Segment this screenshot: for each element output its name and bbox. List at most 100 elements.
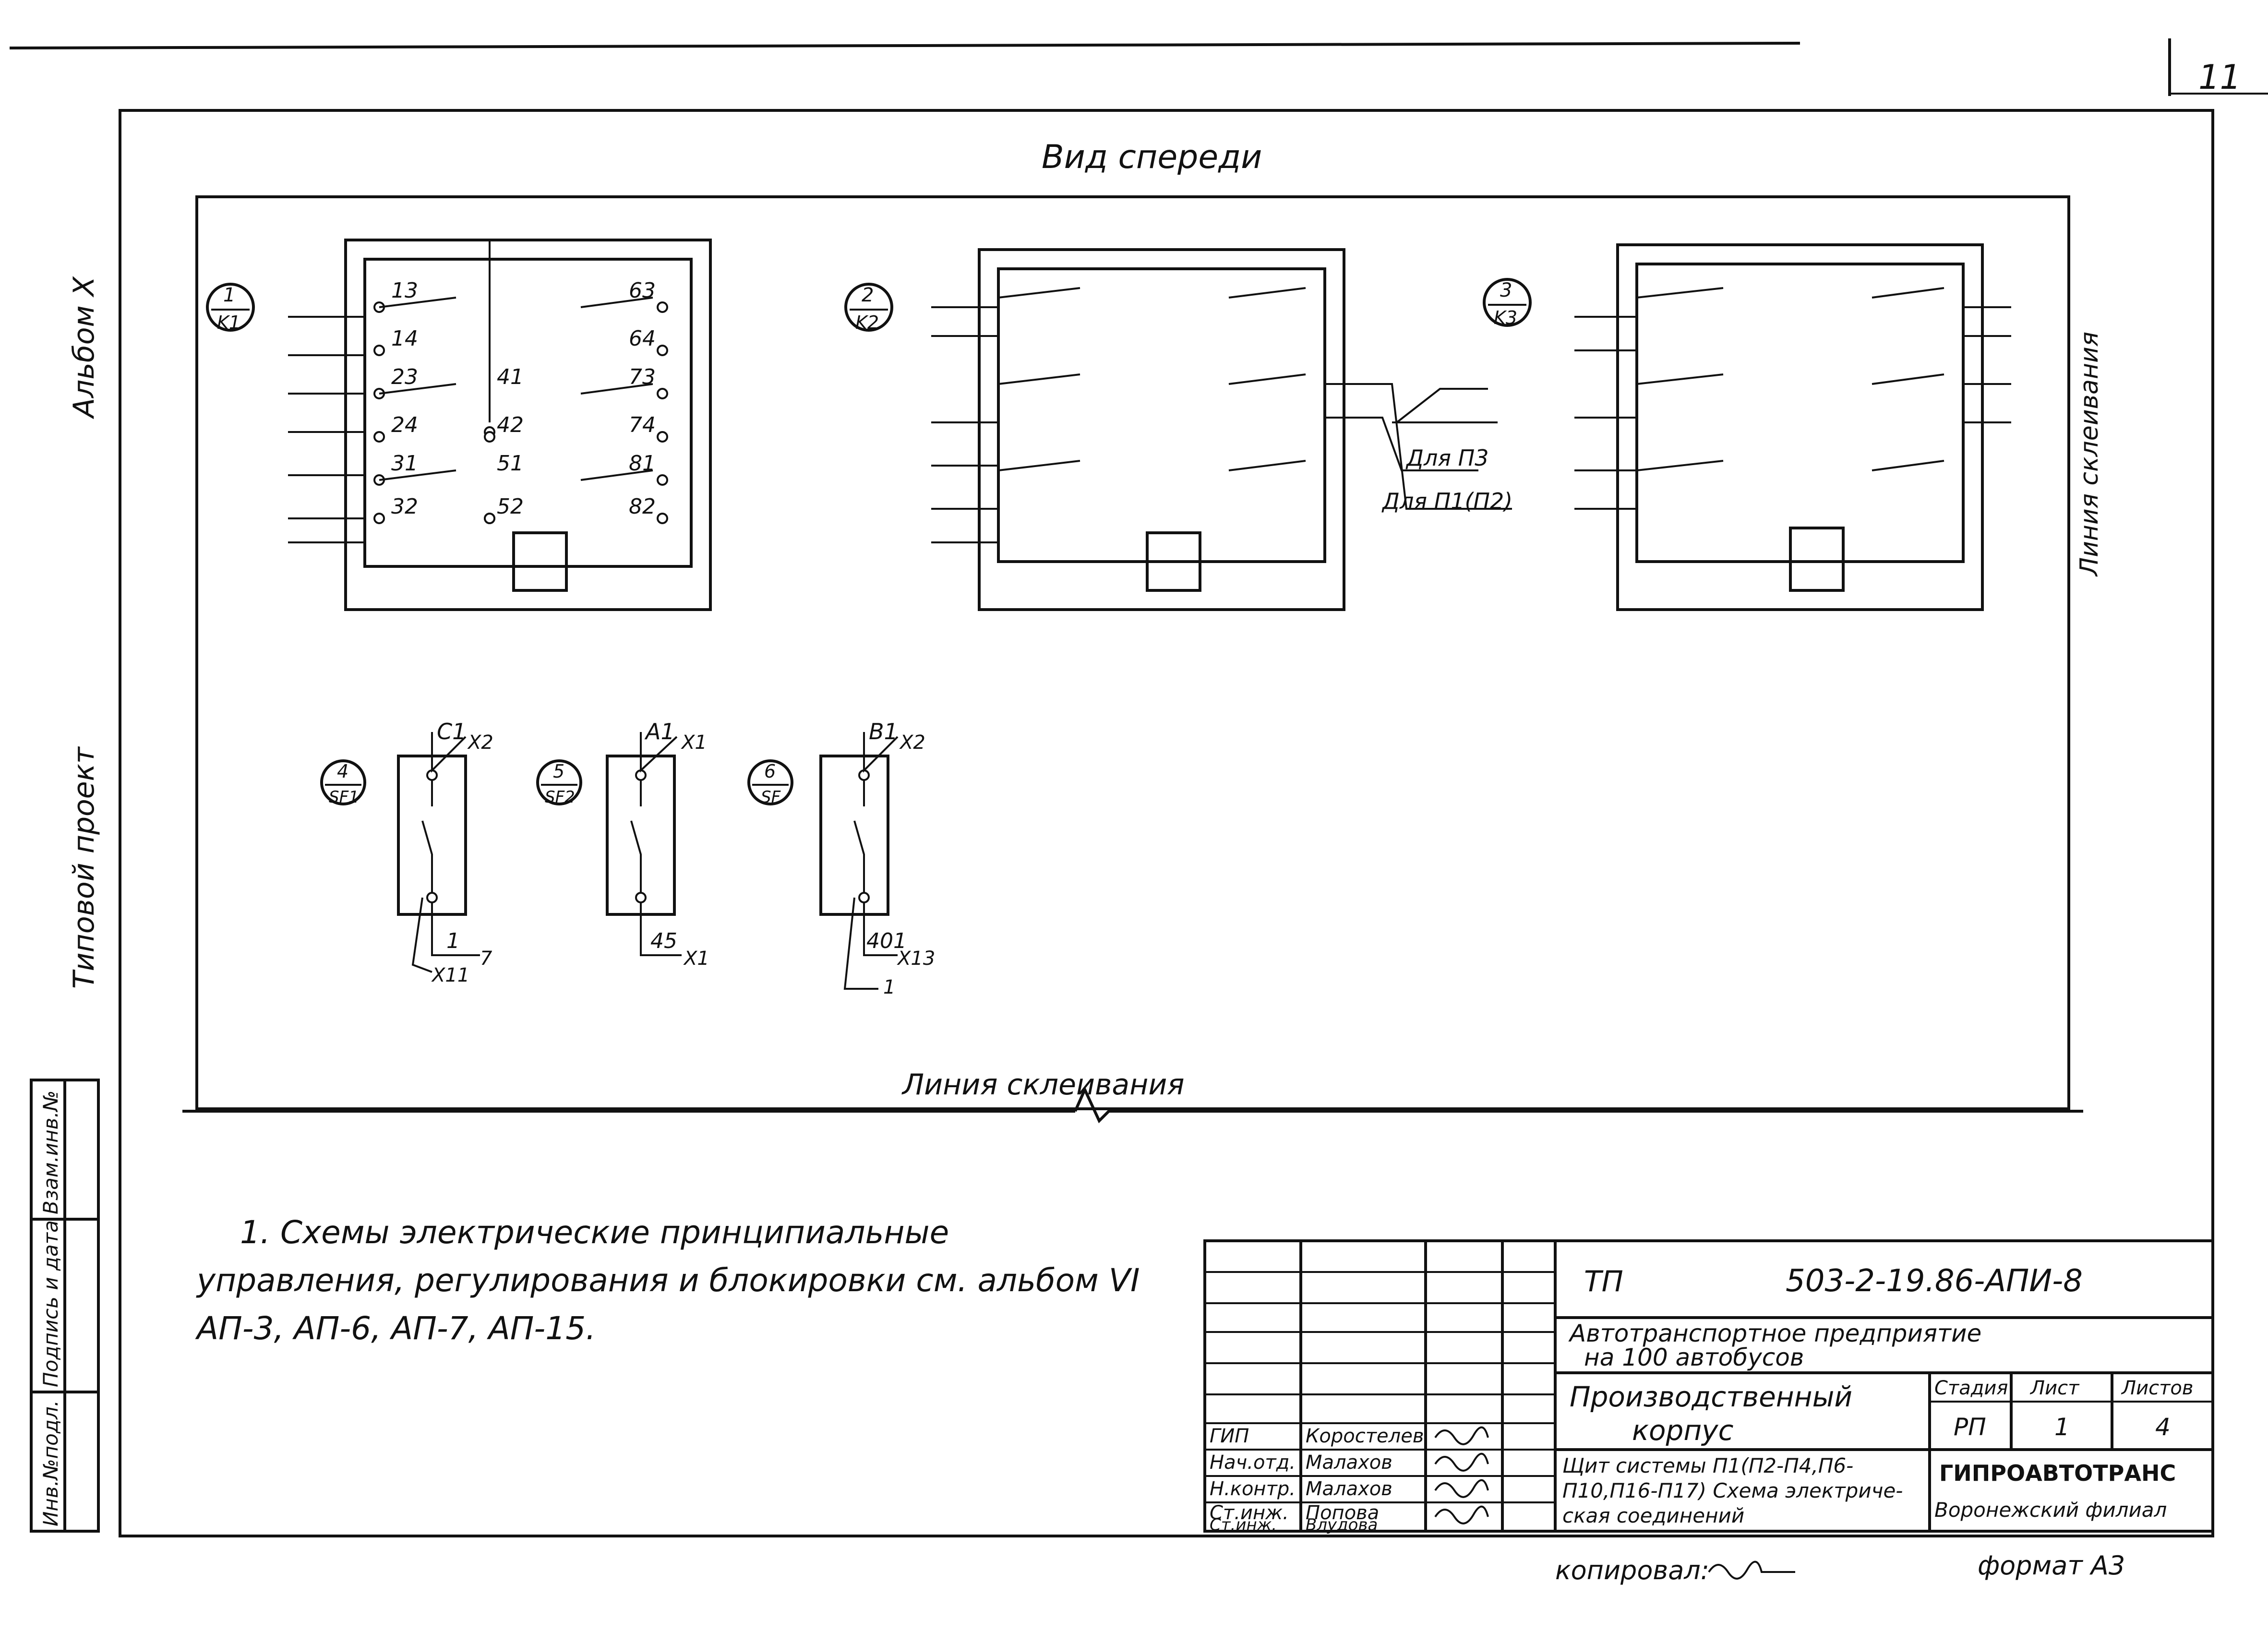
stamp-building-2: корпус (1632, 1414, 1734, 1447)
title-block: ТП 503-2-19.86-АПИ-8 Автотранспортное пр… (1203, 1239, 2214, 1535)
svg-text:41: 41 (497, 365, 524, 389)
signature-1 (1434, 1426, 1489, 1445)
glue-line-right-label: Линия склеивания (2075, 332, 2104, 577)
stamp-sheet-title-2: П10,П16-П17) Схема электриче- (1562, 1479, 1903, 1502)
stamp-org-title-1: Автотранспортное предприятие (1568, 1320, 1981, 1347)
stamp-sheet-title-3: ская соединений (1562, 1504, 1744, 1527)
relay-k1-id: 1 (223, 284, 235, 306)
stamp-sheets-label: Листов (2121, 1377, 2193, 1399)
stamp-company: ГИПРОАВТОТРАНС (1939, 1460, 2176, 1486)
relay-k3-ref: K3 (1494, 307, 1517, 328)
breaker-sf1-bottom: 1 (446, 929, 460, 953)
relay-k1-marker (206, 283, 255, 332)
breaker-sf1-ref: SF1 (329, 788, 359, 807)
typical-project-label: Типовой проект (67, 746, 101, 989)
relay-k2-marker (844, 283, 893, 332)
breaker-sf1: 4 SF1 C1 X2 1 7 X11 (320, 719, 493, 986)
breaker-sf2-id: 5 (553, 761, 564, 782)
format-label: формат А3 (1978, 1550, 2125, 1581)
note-for-p1: Для П1(П2) (1381, 488, 1512, 514)
breaker-sf-id: 6 (764, 761, 776, 782)
svg-text:64: 64 (629, 326, 656, 351)
breaker-sf1-top: C1 (437, 719, 466, 744)
stamp-sheet-title-1: Щит системы П1(П2-П4,П6- (1562, 1454, 1853, 1477)
breaker-sf2-ref: SF2 (545, 788, 575, 807)
breaker-sf: 6 SF B1 X2 401 X13 1 (747, 719, 935, 998)
stamp-branch: Воронежский филиал (1934, 1498, 2167, 1522)
relay-k1-coil (512, 531, 568, 592)
stamp-name-4: Попова (1306, 1502, 1379, 1524)
breaker-sf2-top: A1 (644, 719, 675, 744)
relay-k2-ref: K2 (855, 312, 879, 333)
stamp-role-3: Н.контр. (1210, 1478, 1296, 1500)
relay-k3-id: 3 (1500, 279, 1512, 301)
stamp-stage-label: Стадия (1934, 1377, 2008, 1399)
relay-k3-coil (1789, 527, 1845, 592)
note-line-3: АП-3, АП-6, АП-7, АП-15. (195, 1310, 596, 1347)
breaker-sf2-bottom-dest: X1 (683, 948, 709, 970)
stamp-name-5: Влудова (1306, 1515, 1378, 1535)
glue-line-bottom-mark (1074, 1086, 2083, 1124)
album-label: Альбом X (67, 276, 101, 420)
relay-block-k1: 1 K1 13 14 23 24 31 32 41 42 51 52 63 64… (206, 239, 712, 611)
stamp-role-5: Ст.инж. (1210, 1515, 1277, 1535)
signature-2 (1434, 1452, 1489, 1472)
breaker-sf1-bottom-dest: 7 (480, 948, 492, 970)
breaker-sf-bottom: 401 (866, 929, 907, 953)
note-for-p3: Для П3 (1405, 445, 1489, 471)
stamp-building-1: Производственный (1570, 1380, 1852, 1413)
breaker-sf2-top-dest: X1 (681, 732, 707, 754)
breaker-sf1-top-dest: X2 (467, 732, 493, 754)
left-strip-signature: Подпись и дата (39, 1220, 62, 1387)
relay-block-k2: 2 K2 Для П3 Для П1(П2) (844, 248, 1512, 611)
relay-k2-coil (1146, 531, 1201, 592)
relay-k1-contacts: 13 14 23 24 31 32 41 42 51 52 63 64 73 7… (373, 278, 668, 524)
stamp-org-title-2: на 100 автобусов (1584, 1344, 1804, 1371)
stamp-role-2: Нач.отд. (1210, 1452, 1296, 1474)
svg-text:74: 74 (629, 413, 656, 437)
stamp-sheet: 1 (2054, 1413, 2070, 1441)
left-strip-replace: Взам.инв.№ (39, 1091, 62, 1214)
relay-k1-ref: K1 (217, 312, 240, 333)
svg-text:13: 13 (391, 278, 418, 303)
svg-text:51: 51 (497, 451, 524, 476)
breaker-sf1-id: 4 (337, 761, 348, 782)
stamp-code: 503-2-19.86-АПИ-8 (1786, 1263, 2083, 1299)
svg-text:31: 31 (391, 451, 418, 476)
copied-signature (1708, 1560, 1795, 1580)
left-strip-inv: Инв.№подл. (39, 1400, 62, 1526)
signature-4 (1434, 1505, 1489, 1524)
relay-k3-marker (1483, 278, 1532, 327)
stamp-name-3: Малахов (1306, 1478, 1392, 1500)
svg-text:14: 14 (391, 326, 418, 351)
note-line-2: управления, регулирования и блокировки с… (196, 1262, 1140, 1299)
panel-outline (195, 195, 2070, 1110)
stamp-name-2: Малахов (1306, 1452, 1392, 1474)
stamp-stage: РП (1954, 1413, 1986, 1441)
breaker-sf-bottom-dest: X13 (897, 948, 935, 970)
svg-text:52: 52 (497, 494, 524, 519)
glue-line-bottom-label: Линия склеивания (901, 1068, 1184, 1102)
copied-label: копировал: (1555, 1555, 1709, 1585)
note-line-1: 1. Схемы электрические принципиальные (240, 1214, 949, 1251)
stamp-role-4: Ст.инж. (1210, 1502, 1289, 1524)
svg-text:32: 32 (391, 494, 418, 519)
stamp-role-1: ГИП (1210, 1425, 1249, 1447)
svg-text:24: 24 (391, 413, 418, 437)
breaker-sf-top: B1 (869, 719, 898, 744)
relay-block-k3: 3 K3 (1483, 243, 2011, 611)
breaker-sf2-bottom: 45 (650, 929, 677, 953)
breaker-sf1-bottom-extra: X11 (431, 964, 469, 986)
svg-text:82: 82 (629, 494, 656, 519)
breaker-sf-bottom-extra: 1 (883, 976, 895, 998)
stamp-sheet-label: Лист (2029, 1377, 2080, 1399)
svg-text:42: 42 (497, 413, 524, 437)
stamp-name-1: Коростелев (1306, 1425, 1424, 1447)
view-title: Вид спереди (1042, 138, 1262, 176)
svg-text:23: 23 (391, 365, 418, 389)
relay-k2-id: 2 (862, 284, 874, 306)
stamp-prefix: ТП (1584, 1265, 1623, 1298)
signature-3 (1434, 1479, 1489, 1498)
breaker-sf2: 5 SF2 A1 X1 45 X1 (536, 719, 709, 970)
